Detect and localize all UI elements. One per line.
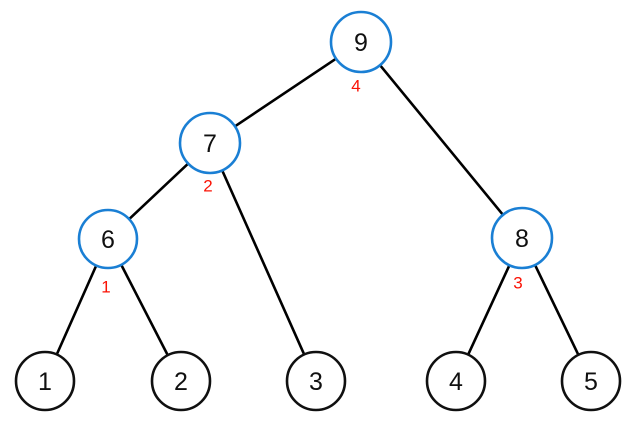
- node-circle-4[interactable]: [425, 350, 487, 412]
- tree-edge-8-4: [467, 264, 511, 356]
- node-order-label-6: 1: [101, 278, 110, 297]
- tree-edge-9-7: [234, 57, 337, 128]
- tree-node-8[interactable]: 83: [490, 206, 554, 293]
- node-circle-3[interactable]: [285, 350, 347, 412]
- node-value-1: 1: [38, 368, 52, 396]
- tree-edge-6-2: [120, 263, 169, 357]
- tree-edge-6-1: [55, 264, 98, 356]
- tree-node-2[interactable]: 2: [150, 350, 212, 412]
- node-value-2: 2: [174, 368, 188, 396]
- node-circle-2[interactable]: [150, 350, 212, 412]
- tree-node-4[interactable]: 4: [425, 350, 487, 412]
- node-circle-5[interactable]: [560, 350, 622, 412]
- tree-edge-7-3: [221, 169, 306, 356]
- tree-edge-9-8: [379, 64, 504, 216]
- node-order-label-7: 2: [203, 177, 212, 196]
- tree-edge-7-6: [128, 162, 190, 221]
- node-value-9: 9: [354, 29, 368, 57]
- node-circle-9[interactable]: [329, 10, 393, 74]
- tree-node-6[interactable]: 61: [77, 208, 139, 297]
- node-value-8: 8: [515, 225, 529, 253]
- node-value-7: 7: [203, 130, 217, 158]
- node-value-6: 6: [101, 226, 115, 254]
- node-circle-8[interactable]: [490, 206, 554, 270]
- tree-edge-8-5: [533, 264, 580, 356]
- node-circle-1[interactable]: [14, 350, 76, 412]
- tree-node-3[interactable]: 3: [285, 350, 347, 412]
- edges-layer: [55, 57, 580, 357]
- node-value-5: 5: [584, 368, 598, 396]
- tree-node-7[interactable]: 72: [178, 111, 242, 196]
- node-value-4: 4: [449, 368, 463, 396]
- tree-node-9[interactable]: 94: [329, 10, 393, 96]
- node-order-label-9: 4: [351, 77, 360, 96]
- tree-node-5[interactable]: 5: [560, 350, 622, 412]
- node-order-label-8: 3: [513, 274, 522, 293]
- node-circle-6[interactable]: [77, 208, 139, 270]
- tree-node-1[interactable]: 1: [14, 350, 76, 412]
- node-circle-7[interactable]: [178, 111, 242, 175]
- node-value-3: 3: [309, 368, 323, 396]
